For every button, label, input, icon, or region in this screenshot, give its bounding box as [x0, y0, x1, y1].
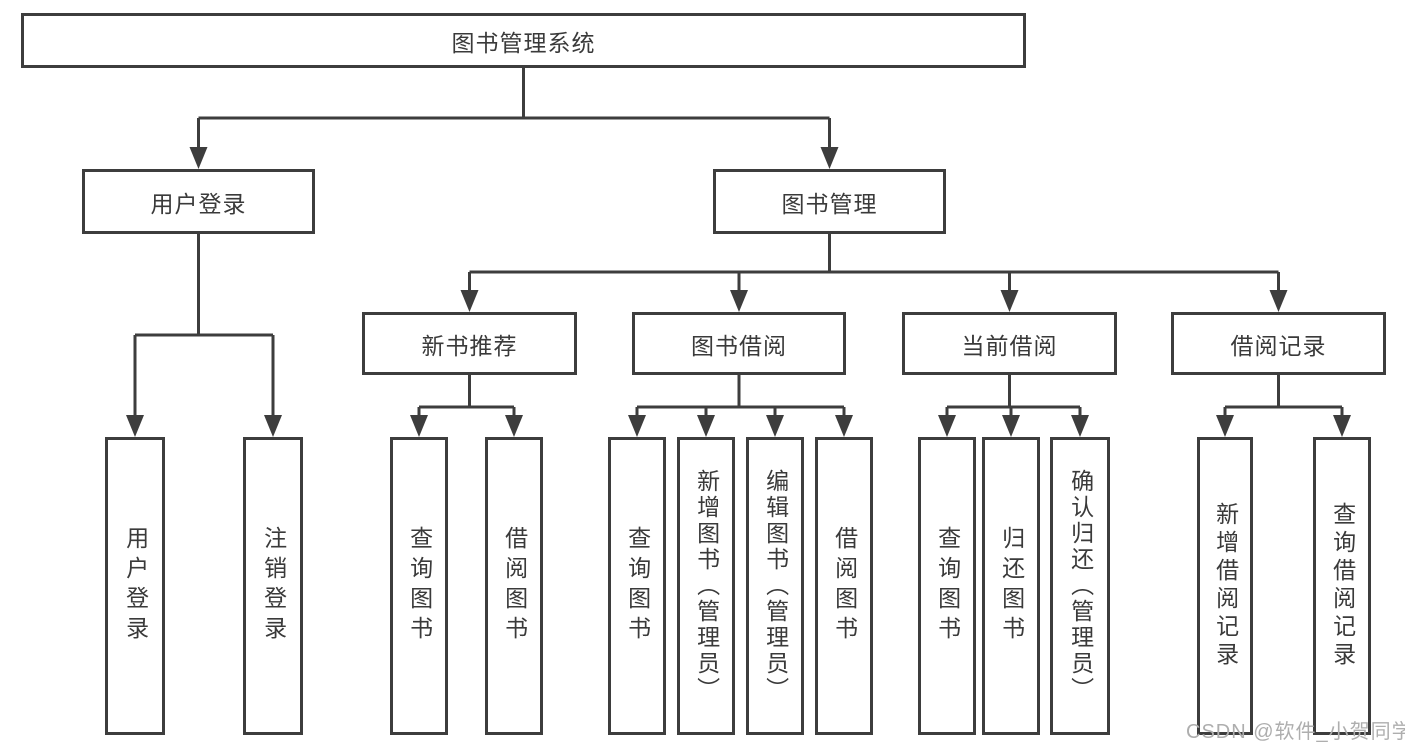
leaf-borrow-books-recommend: 借阅图书 — [485, 437, 543, 735]
node-new-book-recommendation: 新书推荐 — [362, 312, 577, 375]
leaf-user-login: 用户登录 — [105, 437, 165, 735]
node-library-system: 图书管理系统 — [21, 13, 1026, 68]
node-label: 注销登录 — [260, 526, 287, 646]
node-user-login: 用户登录 — [82, 169, 315, 234]
node-label: 借阅图书 — [501, 526, 528, 646]
leaf-confirm-return-admin: 确认归还（管理员） — [1050, 437, 1110, 735]
node-book-borrowing: 图书借阅 — [632, 312, 846, 375]
leaf-query-books-recommend: 查询图书 — [390, 437, 448, 735]
node-label: 编辑图书（管理员） — [762, 469, 789, 703]
leaf-query-borrow-record: 查询借阅记录 — [1313, 437, 1371, 735]
node-label: 确认归还（管理员） — [1067, 469, 1094, 703]
node-label: 借阅图书 — [831, 526, 858, 646]
leaf-query-books-current: 查询图书 — [918, 437, 976, 735]
node-label: 查询图书 — [934, 526, 961, 646]
node-borrow-records: 借阅记录 — [1171, 312, 1386, 375]
node-label: 图书管理系统 — [451, 29, 596, 56]
node-book-management: 图书管理 — [713, 169, 946, 234]
node-label: 当前借阅 — [961, 332, 1058, 359]
leaf-add-books-admin: 新增图书（管理员） — [677, 437, 735, 735]
leaf-logout: 注销登录 — [243, 437, 303, 735]
node-label: 查询图书 — [624, 526, 651, 646]
leaf-add-borrow-record: 新增借阅记录 — [1197, 437, 1253, 735]
node-label: 新增图书（管理员） — [693, 469, 720, 703]
node-label: 用户登录 — [150, 190, 247, 217]
node-label: 查询借阅记录 — [1329, 502, 1356, 670]
node-label: 查询图书 — [406, 526, 433, 646]
node-label: 用户登录 — [122, 526, 149, 646]
leaf-query-books-borrowing: 查询图书 — [608, 437, 666, 735]
node-label: 新书推荐 — [421, 332, 518, 359]
node-label: 借阅记录 — [1230, 332, 1327, 359]
leaf-edit-books-admin: 编辑图书（管理员） — [746, 437, 804, 735]
node-label: 图书借阅 — [691, 332, 787, 359]
leaf-return-books: 归还图书 — [982, 437, 1040, 735]
leaf-borrow-books-borrowing: 借阅图书 — [815, 437, 873, 735]
node-label: 新增借阅记录 — [1212, 502, 1239, 670]
node-current-borrowing: 当前借阅 — [902, 312, 1117, 375]
node-label: 归还图书 — [998, 526, 1025, 646]
watermark-text: CSDN @软件_小贺同学 — [1186, 721, 1405, 743]
node-label: 图书管理 — [781, 190, 878, 217]
